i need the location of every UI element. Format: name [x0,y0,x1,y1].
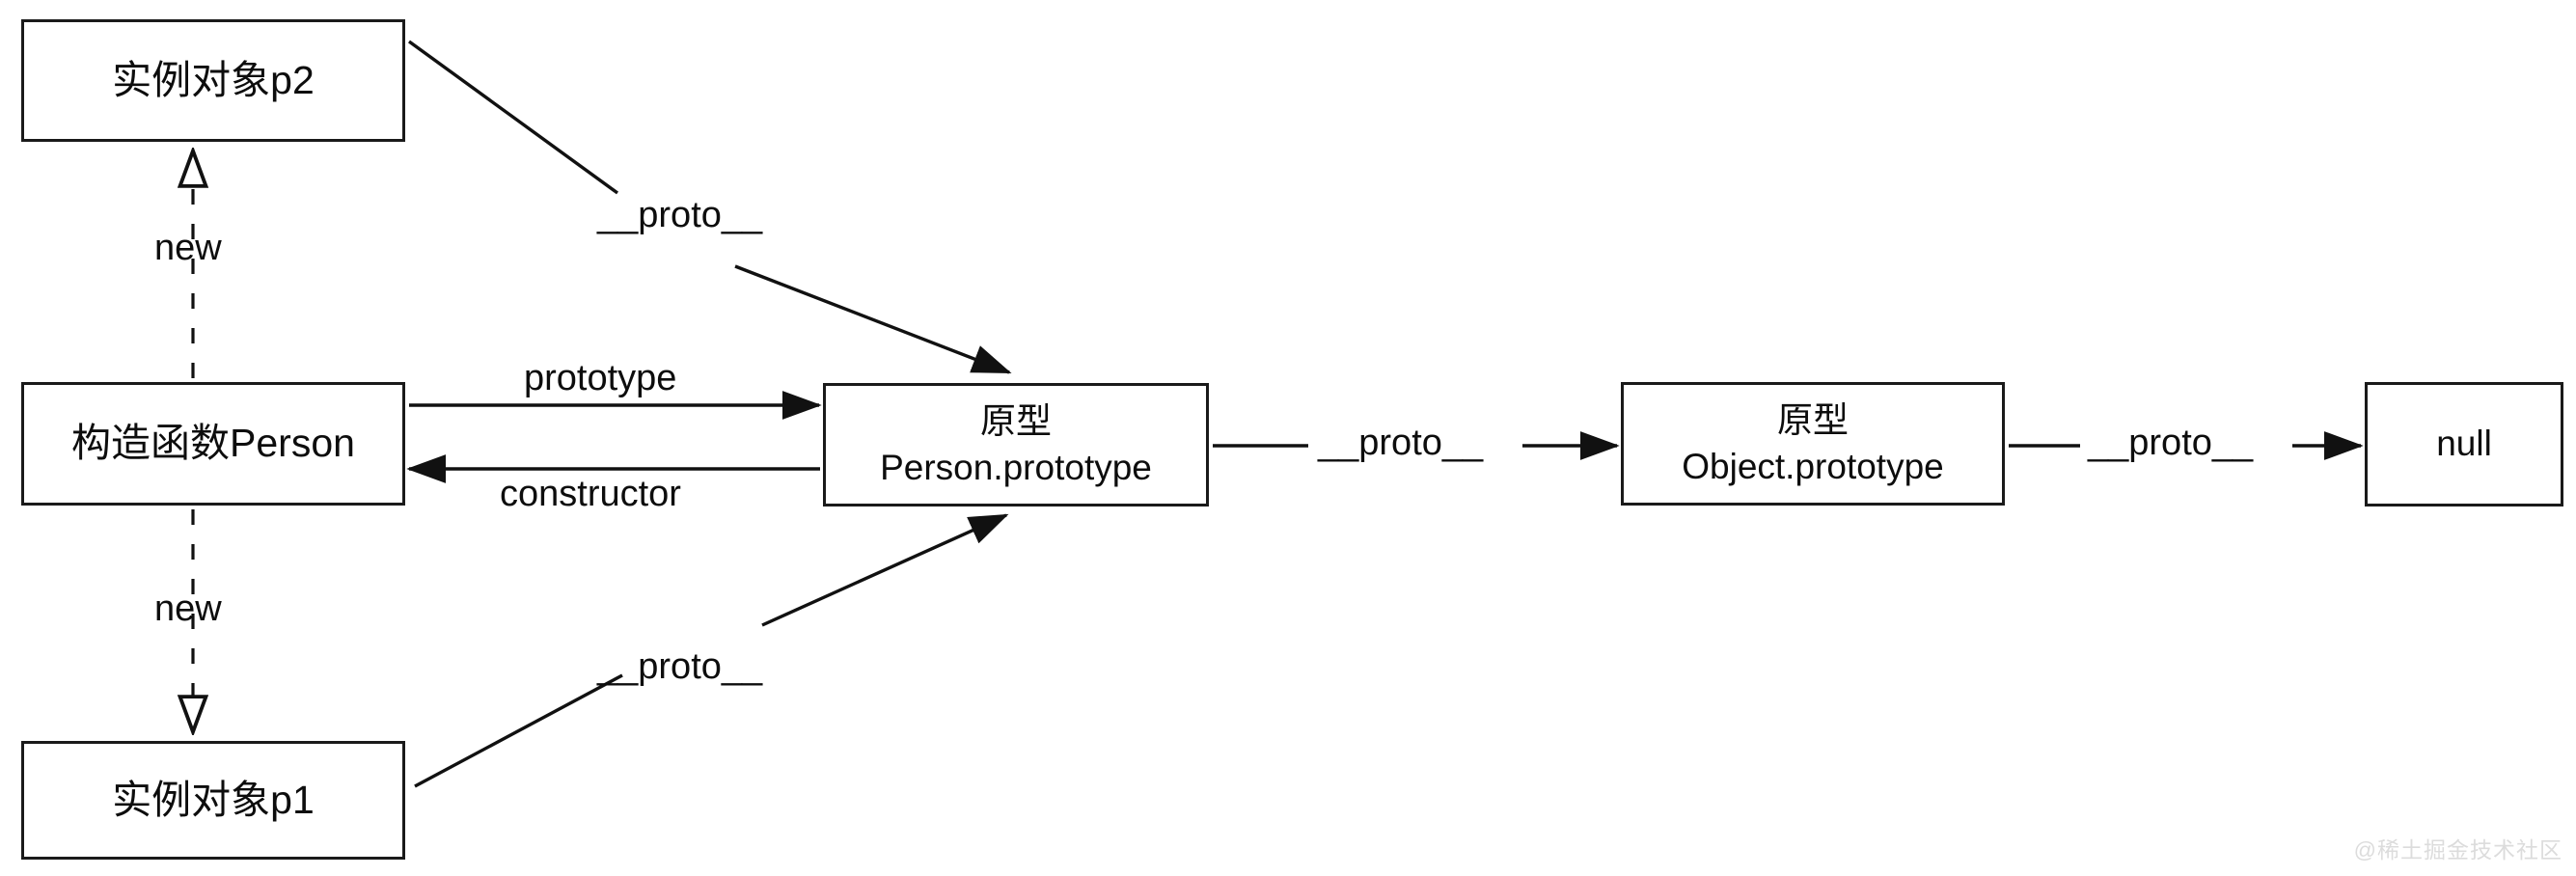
edge-label-proto-p2: __proto__ [597,195,763,235]
node-instance-p1[interactable]: 实例对象p1 [21,741,405,860]
edge-label-new-bottom: new [154,589,222,629]
node-person-prototype-label-0: 原型 [980,400,1052,441]
node-null[interactable]: null [2365,382,2563,506]
edge-proto-p2-upper [408,40,618,195]
edge-proto-p1-upper [761,513,1009,627]
node-person-label-0: 构造函数Person [71,421,355,466]
node-object-prototype-label-1: Object.prototype [1682,447,1944,486]
edge-label-proto-right: __proto__ [2088,423,2254,463]
edge-proto-p1-lower [414,673,623,788]
edge-label-constructor: constructor [500,474,681,514]
node-object-prototype-label-0: 原型 [1777,399,1849,440]
node-person-prototype-label-1: Person.prototype [880,448,1152,487]
node-p2-label-0: 实例对象p2 [112,57,315,102]
node-p1-label-0: 实例对象p1 [112,777,315,822]
node-instance-p2[interactable]: 实例对象p2 [21,19,405,142]
edge-label-proto-p1: __proto__ [597,646,763,687]
node-object-prototype[interactable]: 原型 Object.prototype [1621,382,2005,506]
node-person-prototype[interactable]: 原型 Person.prototype [823,383,1209,506]
edge-label-proto-mid: __proto__ [1318,423,1484,463]
node-constructor-person[interactable]: 构造函数Person [21,382,405,506]
watermark: @稀土掘金技术社区 [2353,837,2562,862]
edge-proto-p2-lower [734,264,1012,374]
node-null-label-0: null [2436,424,2492,464]
edge-label-new-top: new [154,228,222,268]
edge-label-prototype: prototype [524,358,677,398]
